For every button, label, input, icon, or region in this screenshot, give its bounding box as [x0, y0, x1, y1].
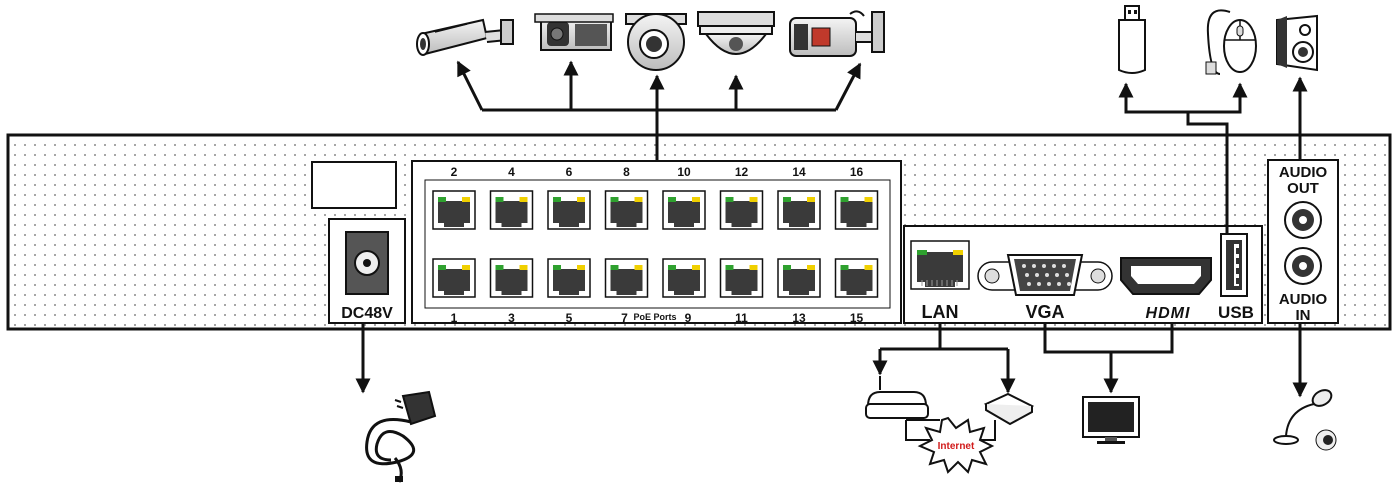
poe-port-9[interactable] [662, 258, 706, 298]
poe-port-16[interactable] [834, 190, 879, 230]
poe-port-label-9: 9 [685, 311, 692, 325]
dc-power-jack[interactable]: DC48V [328, 218, 406, 324]
poe-port-label-6: 6 [566, 165, 573, 179]
internet-cloud-icon: Internet [917, 416, 995, 474]
label-sticker [311, 161, 397, 209]
poe-port-8[interactable] [604, 190, 649, 230]
hdmi-port[interactable] [1120, 257, 1212, 295]
poe-port-label-8: 8 [623, 165, 630, 179]
power-adapter-icon [365, 390, 437, 483]
audio-in-label-1: AUDIO [1279, 291, 1328, 308]
poe-port-12[interactable] [719, 190, 764, 230]
poe-ports [432, 190, 879, 298]
dome-camera-icon [697, 11, 775, 55]
poe-port-15[interactable] [834, 258, 879, 298]
switch-icon [983, 392, 1035, 426]
poe-port-14[interactable] [777, 190, 821, 230]
audio-block: AUDIO OUT AUDIO IN [1267, 159, 1339, 324]
poe-port-label-2: 2 [451, 165, 458, 179]
speaker-icon [1276, 14, 1318, 72]
poe-ports-label: PoE Ports [633, 312, 676, 322]
turret-camera-icon [625, 13, 687, 71]
poe-port-3[interactable] [489, 258, 534, 298]
usb-label: USB [1218, 303, 1254, 322]
lan-label: LAN [922, 302, 959, 322]
vga-port[interactable] [977, 254, 1113, 296]
internet-label: Internet [938, 441, 975, 452]
connection-lines [355, 60, 1308, 398]
poe-top-labels: 2 4 6 8 10 12 14 16 [451, 165, 864, 179]
audio-out-label-2: OUT [1287, 180, 1319, 197]
mouse-icon [1205, 9, 1257, 75]
usb-line [1118, 82, 1229, 234]
usb-drive-icon [1118, 5, 1146, 74]
camera-5-arrow [834, 62, 862, 111]
usb-port[interactable] [1220, 233, 1248, 297]
poe-port-label-15: 15 [850, 311, 864, 325]
power-label: DC48V [341, 305, 393, 322]
poe-port-11[interactable] [719, 258, 764, 298]
hdmi-label: HDMI [1146, 305, 1191, 322]
box-camera-icon [534, 13, 614, 51]
poe-port-4[interactable] [489, 190, 534, 230]
poe-port-label-3: 3 [508, 311, 515, 325]
video-bus [1043, 323, 1174, 354]
poe-port-label-4: 4 [508, 165, 515, 179]
lan-port[interactable] [910, 240, 970, 290]
poe-port-label-14: 14 [792, 165, 806, 179]
poe-port-7[interactable] [604, 258, 649, 298]
poe-port-13[interactable] [777, 258, 821, 298]
internet-links [905, 419, 996, 441]
usb-mouse-line [1188, 82, 1248, 114]
poe-port-label-16: 16 [850, 165, 864, 179]
poe-port-10[interactable] [662, 190, 706, 230]
audio-out-label-1: AUDIO [1279, 164, 1328, 181]
bullet-camera-icon [416, 18, 514, 56]
poe-port-label-1: 1 [451, 311, 458, 325]
audio-in-jack[interactable] [1284, 247, 1322, 285]
monitor-icon [1082, 396, 1140, 444]
poe-port-1[interactable] [432, 258, 476, 298]
audio-in-label-2: IN [1296, 307, 1311, 324]
router-icon [865, 376, 929, 419]
poe-port-label-7: 7 [621, 311, 628, 325]
poe-port-label-10: 10 [677, 165, 691, 179]
poe-port-label-11: 11 [735, 311, 748, 325]
poe-port-2[interactable] [432, 190, 476, 230]
poe-port-label-5: 5 [566, 311, 573, 325]
bullet-camera-icon-2 [789, 10, 885, 57]
poe-port-label-12: 12 [735, 165, 749, 179]
io-block: LAN VGA HDMI US [903, 225, 1263, 324]
poe-port-label-13: 13 [792, 311, 806, 325]
camera-1-arrow [456, 60, 484, 111]
poe-port-5[interactable] [547, 258, 591, 298]
poe-port-6[interactable] [547, 190, 591, 230]
vga-label: VGA [1025, 302, 1064, 322]
microphone-icon [1273, 389, 1337, 451]
audio-out-jack[interactable] [1284, 201, 1322, 239]
